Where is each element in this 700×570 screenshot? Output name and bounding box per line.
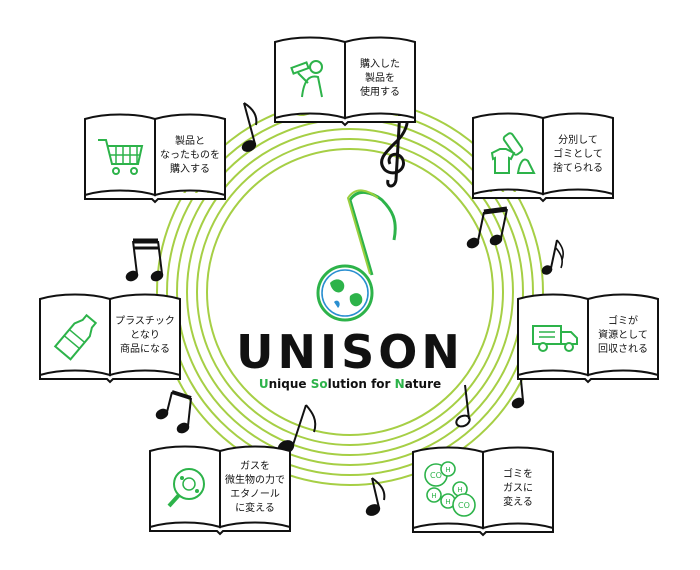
step-text-line: 分別して <box>558 134 598 146</box>
beamed-notes-icon <box>125 238 164 282</box>
molecule-label: H <box>431 492 436 500</box>
step-text-line: 購入した <box>360 57 400 70</box>
person-drinking-icon <box>290 60 323 98</box>
process-steps: 購入した製品を使用する分別してゴミとして捨てられるゴミが資源として回収されるCO… <box>39 36 659 537</box>
book-base <box>274 116 416 127</box>
step-text-line: 使用する <box>360 85 400 98</box>
bottle-shirt-peel-icon <box>490 132 536 174</box>
step-text-line: エタノール <box>230 488 280 500</box>
tagline-highlight: N <box>395 377 405 391</box>
treble-clef-icon <box>380 108 409 188</box>
book-right-page <box>587 293 659 377</box>
step-text-line: ゴミとして <box>553 147 603 160</box>
step-text-line: プラスチック <box>115 315 175 327</box>
molecule-label: CO <box>430 471 442 480</box>
eighth-note-icon <box>455 379 525 428</box>
book-left-page <box>517 293 589 377</box>
music-notes <box>125 102 564 516</box>
step-text-line: 変える <box>503 495 533 508</box>
step-text-line: 回収される <box>598 343 648 355</box>
tagline-highlight: So <box>311 377 328 391</box>
step-text-line: 商品になる <box>120 342 170 355</box>
molecule-label: H <box>445 466 450 474</box>
tagline-text: nique <box>269 377 311 391</box>
molecule-label: CO <box>458 501 470 510</box>
step-text-line: ゴミを <box>503 467 533 480</box>
eighth-note-globe-icon <box>316 189 397 322</box>
book-base <box>517 373 659 384</box>
step-text-line: なったものを <box>160 149 220 161</box>
book-right-page <box>109 293 181 377</box>
book-base <box>84 193 226 204</box>
molecule-label: H <box>445 498 450 506</box>
step-text-line: となり <box>130 329 160 341</box>
book-left-page <box>472 112 544 196</box>
step-text-line: 製品と <box>175 134 205 147</box>
book-left-page <box>149 445 221 529</box>
sixteenth-note-icon <box>541 239 564 275</box>
step-text-line: 捨てられる <box>553 161 603 174</box>
step-text-line: 微生物の力で <box>225 473 285 486</box>
step-text-line: 購入する <box>170 162 210 175</box>
book-right-page <box>219 445 291 529</box>
beamed-notes-icon <box>155 390 192 434</box>
step-text-line: ゴミが <box>608 314 638 327</box>
book-right-page <box>154 113 226 197</box>
eighth-note-icon <box>365 477 386 516</box>
magnifier-microbe-icon <box>167 468 205 508</box>
step-text-line: に変える <box>235 501 275 514</box>
logo-tagline: Unique Solution for Nature <box>259 377 441 391</box>
book-base <box>472 192 614 203</box>
logo-wordmark: UNISON <box>236 325 464 379</box>
book-right-page <box>344 36 416 120</box>
book-right-page <box>542 112 614 196</box>
step-text-line: 資源として <box>598 328 648 341</box>
tagline-highlight: U <box>259 377 269 391</box>
book-left-page <box>412 446 484 530</box>
book-base <box>412 526 554 537</box>
beamed-notes-icon <box>466 206 508 249</box>
step-text-line: ガスに <box>503 482 533 494</box>
step-text-line: 製品を <box>365 71 395 84</box>
book-base <box>39 373 181 384</box>
tagline-text: lution for <box>328 377 395 391</box>
garbage-truck-icon <box>532 325 578 352</box>
eighth-note-icon <box>241 102 258 152</box>
shopping-cart-icon <box>98 139 144 175</box>
plastic-bottle-icon <box>53 313 98 361</box>
molecule-label: H <box>457 486 462 494</box>
book-right-page <box>482 446 554 530</box>
step-text-line: ガスを <box>240 460 270 472</box>
book-base <box>149 525 291 536</box>
tagline-text: ature <box>405 377 441 391</box>
